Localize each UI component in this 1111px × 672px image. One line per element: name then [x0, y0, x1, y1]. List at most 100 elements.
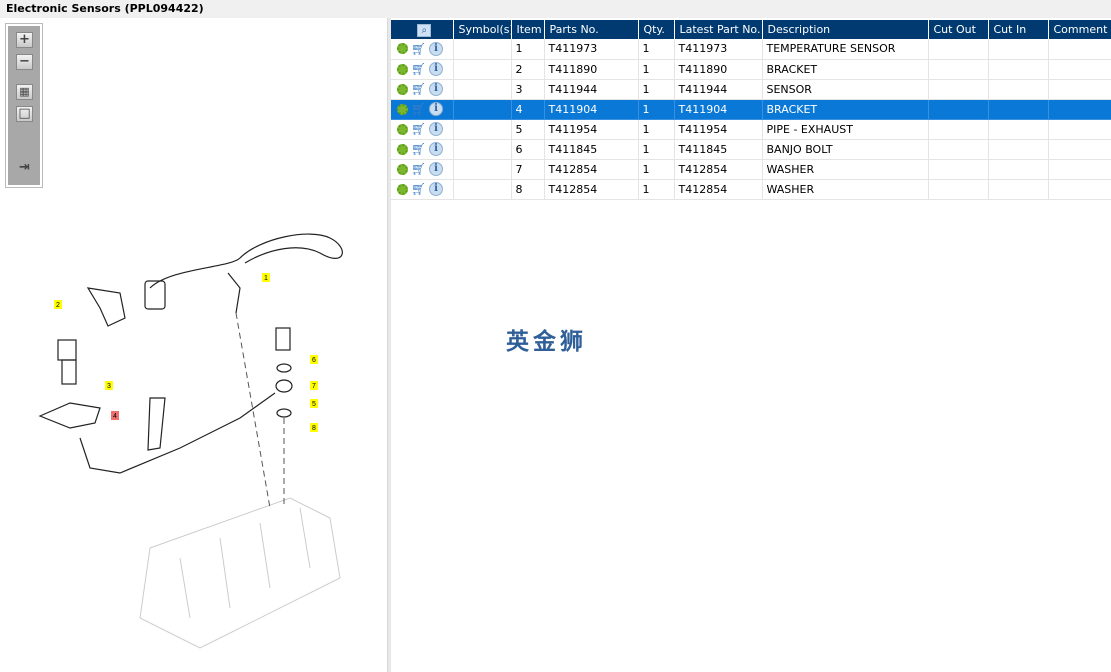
cut-out-cell: [928, 119, 989, 140]
gear-icon[interactable]: [397, 103, 408, 115]
gear-icon[interactable]: [397, 143, 408, 155]
table-row[interactable]: 🛒︎i 5 T411954 1 T411954 PIPE - EXHAUST: [391, 119, 1111, 140]
column-cut-in[interactable]: Cut In: [988, 20, 1049, 39]
cart-icon[interactable]: 🛒︎: [411, 62, 427, 76]
symbols-cell: [453, 39, 512, 60]
row-actions: 🛒︎i: [391, 119, 454, 140]
symbols-cell: [453, 139, 512, 160]
callout-7[interactable]: 7: [312, 383, 316, 390]
callout-3[interactable]: 3: [107, 383, 111, 390]
callout-4[interactable]: 4: [113, 413, 117, 420]
cart-icon[interactable]: 🛒︎: [411, 182, 427, 196]
table-row[interactable]: 🛒︎i 4 T411904 1 T411904 BRACKET: [391, 99, 1111, 120]
comment-cell: [1048, 139, 1111, 160]
cut-in-cell: [988, 59, 1049, 80]
parts-no-cell: T411904: [544, 99, 639, 120]
window-title: Electronic Sensors (PPL094422): [0, 0, 1111, 18]
callout-8[interactable]: 8: [312, 425, 316, 432]
table-row[interactable]: 🛒︎i 3 T411944 1 T411944 SENSOR: [391, 79, 1111, 100]
info-icon[interactable]: i: [429, 102, 443, 116]
parts-diagram: 1 2 3 4 5 6 7 8: [38, 233, 343, 649]
cut-out-cell: [928, 99, 989, 120]
row-actions: 🛒︎i: [391, 99, 454, 120]
cut-in-cell: [988, 179, 1049, 200]
row-actions: 🛒︎i: [391, 39, 454, 60]
row-actions: 🛒︎i: [391, 179, 454, 200]
cut-in-cell: [988, 159, 1049, 180]
cart-icon[interactable]: 🛒︎: [411, 162, 427, 176]
actual-size-button[interactable]: □: [16, 106, 33, 122]
description-cell: BRACKET: [762, 59, 929, 80]
comment-cell: [1048, 59, 1111, 80]
callout-1[interactable]: 1: [264, 275, 268, 282]
table-row[interactable]: 🛒︎i 8 T412854 1 T412854 WASHER: [391, 179, 1111, 200]
gear-icon[interactable]: [397, 183, 408, 195]
gear-icon[interactable]: [397, 43, 408, 55]
panel-splitter[interactable]: [388, 18, 391, 672]
item-cell: 4: [511, 99, 545, 120]
latest-part-no-cell: T411890: [674, 59, 763, 80]
cut-in-cell: [988, 139, 1049, 160]
parts-table: ⌕ Symbol(s) Item Parts No. Qty. Latest P…: [391, 20, 1111, 200]
comment-cell: [1048, 79, 1111, 100]
gear-icon[interactable]: [397, 83, 408, 95]
callout-5[interactable]: 5: [312, 401, 316, 408]
comment-cell: [1048, 179, 1111, 200]
gear-icon[interactable]: [397, 163, 408, 175]
parts-no-cell: T411890: [544, 59, 639, 80]
qty-cell: 1: [638, 79, 675, 100]
column-item[interactable]: Item: [511, 20, 545, 39]
info-icon[interactable]: i: [429, 142, 443, 156]
item-cell: 1: [511, 39, 545, 60]
symbols-cell: [453, 99, 512, 120]
cart-icon[interactable]: 🛒︎: [411, 122, 427, 136]
table-row[interactable]: 🛒︎i 7 T412854 1 T412854 WASHER: [391, 159, 1111, 180]
description-cell: PIPE - EXHAUST: [762, 119, 929, 140]
callout-2[interactable]: 2: [56, 302, 60, 309]
item-cell: 8: [511, 179, 545, 200]
column-comment[interactable]: Comment: [1048, 20, 1111, 39]
column-qty[interactable]: Qty.: [638, 20, 675, 39]
callout-6[interactable]: 6: [312, 357, 316, 364]
info-icon[interactable]: i: [429, 122, 443, 136]
gear-icon[interactable]: [397, 123, 408, 135]
parts-no-cell: T412854: [544, 179, 639, 200]
column-cut-out[interactable]: Cut Out: [928, 20, 989, 39]
info-icon[interactable]: i: [429, 82, 443, 96]
gear-icon[interactable]: [397, 63, 408, 75]
cart-icon[interactable]: 🛒︎: [411, 142, 427, 156]
export-button[interactable]: ⇥: [19, 160, 30, 175]
qty-cell: 1: [638, 99, 675, 120]
table-row[interactable]: 🛒︎i 6 T411845 1 T411845 BANJO BOLT: [391, 139, 1111, 160]
info-icon[interactable]: i: [429, 182, 443, 196]
cart-icon[interactable]: 🛒︎: [411, 102, 427, 116]
latest-part-no-cell: T411904: [674, 99, 763, 120]
cut-out-cell: [928, 139, 989, 160]
fit-view-button[interactable]: ▦: [16, 84, 33, 100]
latest-part-no-cell: T411944: [674, 79, 763, 100]
info-icon[interactable]: i: [429, 162, 443, 176]
latest-part-no-cell: T411973: [674, 39, 763, 60]
table-row[interactable]: 🛒︎i 1 T411973 1 T411973 TEMPERATURE SENS…: [391, 39, 1111, 60]
column-symbols[interactable]: Symbol(s): [453, 20, 512, 39]
illustration-panel[interactable]: + − ▦ □ ⇥ 1 2 3 4 5 6: [0, 18, 388, 672]
zoom-in-button[interactable]: +: [16, 32, 33, 48]
info-icon[interactable]: i: [429, 41, 443, 56]
qty-cell: 1: [638, 139, 675, 160]
cut-out-cell: [928, 79, 989, 100]
column-parts-no[interactable]: Parts No.: [544, 20, 639, 39]
cut-in-cell: [988, 99, 1049, 120]
cart-icon[interactable]: 🛒︎: [411, 82, 427, 96]
row-actions: 🛒︎i: [391, 79, 454, 100]
cart-icon[interactable]: 🛒︎: [411, 41, 427, 56]
zoom-out-button[interactable]: −: [16, 54, 33, 70]
info-icon[interactable]: i: [429, 62, 443, 76]
column-latest-part-no[interactable]: Latest Part No.: [674, 20, 763, 39]
search-magnifier-icon[interactable]: ⌕: [417, 23, 432, 37]
column-description[interactable]: Description: [762, 20, 929, 39]
qty-cell: 1: [638, 159, 675, 180]
latest-part-no-cell: T411954: [674, 119, 763, 140]
search-parts-header[interactable]: ⌕: [391, 20, 454, 39]
symbols-cell: [453, 119, 512, 140]
table-row[interactable]: 🛒︎i 2 T411890 1 T411890 BRACKET: [391, 59, 1111, 80]
